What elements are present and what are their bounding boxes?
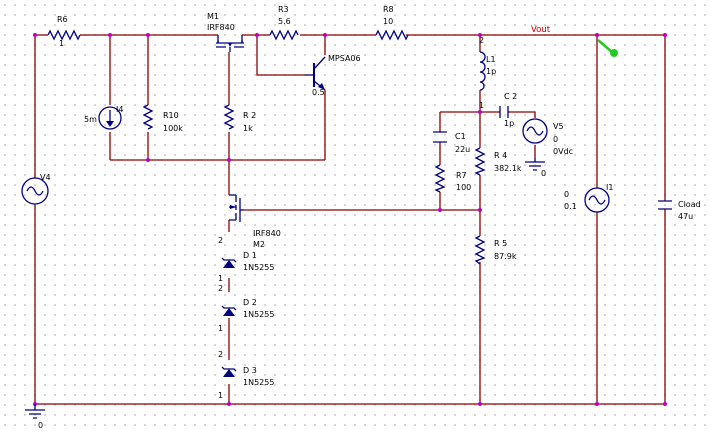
c1-value: 22u	[455, 145, 470, 154]
l1-ref: L1	[486, 55, 496, 64]
c2-ref: C 2	[504, 92, 517, 101]
current-source-i4[interactable]	[98, 106, 122, 130]
zener-d2[interactable]	[221, 305, 237, 316]
m2-value: IRF840	[253, 229, 281, 238]
r10-ref: R10	[163, 111, 179, 120]
r2-value: 1k	[243, 124, 253, 133]
d1-pin-1: 1	[218, 274, 223, 283]
bjt-q1[interactable]	[305, 56, 326, 91]
r5-ref: R 5	[494, 239, 507, 248]
r10-value: 100k	[163, 124, 183, 133]
v4-ref: V4	[40, 173, 51, 182]
resistor-r8[interactable]	[375, 29, 409, 41]
r6-ref: R6	[57, 15, 68, 24]
ground-main	[25, 404, 45, 419]
zener-d3[interactable]	[221, 366, 237, 377]
d1-value: 1N5255	[243, 263, 274, 272]
d2-pin-2: 2	[218, 284, 223, 293]
voltage-probe-icon[interactable]	[597, 39, 618, 57]
net-vout: Vout	[531, 25, 551, 35]
r2-ref: R 2	[243, 111, 256, 120]
i1-value2: 0.1	[564, 202, 577, 211]
r8-ref: R8	[383, 5, 394, 14]
m1-value: IRF840	[207, 23, 235, 32]
d2-ref: D 2	[243, 298, 257, 307]
voltage-source-v5[interactable]	[522, 118, 548, 144]
r4-ref: R 4	[494, 151, 507, 160]
capacitor-c2[interactable]	[499, 106, 509, 118]
resistor-r2[interactable]	[223, 104, 235, 130]
resistor-r4[interactable]	[474, 147, 486, 176]
r3-ref: R3	[278, 5, 289, 14]
l1-value: 1p	[486, 67, 496, 76]
l1-pin-2: 2	[479, 36, 484, 45]
ground-v5-label: 0	[541, 169, 546, 178]
current-source-i1[interactable]	[584, 187, 610, 213]
capacitor-cload[interactable]	[658, 200, 672, 210]
v5-ref: V5	[553, 122, 564, 131]
voltage-source-v4[interactable]	[21, 177, 49, 205]
d2-value: 1N5255	[243, 310, 274, 319]
v5-value1: 0	[553, 135, 558, 144]
d3-value: 1N5255	[243, 378, 274, 387]
ground-main-label: 0	[38, 421, 43, 430]
i1-ref: I1	[606, 183, 613, 192]
inductor-l1[interactable]	[479, 51, 486, 91]
r8-value: 10	[383, 17, 393, 26]
r6-value: 1	[59, 39, 64, 48]
d1-pin-2: 2	[218, 236, 223, 245]
r7-ref: R7	[456, 171, 467, 180]
r4-value: 382.1k	[494, 164, 522, 173]
i4-ref: I4	[116, 105, 123, 114]
d3-pin-2: 2	[218, 350, 223, 359]
l1-pin-1: 1	[479, 101, 484, 110]
q1-param: 0.5	[312, 88, 325, 97]
mosfet-m1[interactable]	[216, 35, 244, 52]
resistor-r3[interactable]	[269, 29, 299, 41]
ground-v5	[525, 158, 545, 171]
wires	[34, 34, 666, 405]
d3-pin-1: 1	[218, 391, 223, 400]
i1-value1: 0	[564, 190, 569, 199]
m2-ref: M2	[253, 240, 265, 249]
c1-ref: C1	[455, 132, 466, 141]
cload-ref: Cload	[678, 200, 701, 209]
resistor-r7[interactable]	[434, 164, 446, 193]
mosfet-m2[interactable]	[229, 194, 244, 222]
labels: R6 1 M1 IRF840 R3 5.6 R8 10 Vout 2 MPSA0…	[38, 5, 701, 430]
r5-value: 87.9k	[494, 252, 517, 261]
m1-ref: M1	[207, 12, 219, 21]
i4-value: 5m	[84, 115, 97, 124]
resistor-r10[interactable]	[142, 104, 154, 130]
resistor-r6[interactable]	[47, 29, 81, 41]
capacitor-c1[interactable]	[433, 131, 447, 143]
r7-value: 100	[456, 183, 471, 192]
v5-value2: 0Vdc	[553, 147, 573, 156]
d3-ref: D 3	[243, 366, 257, 375]
zener-d1[interactable]	[221, 257, 237, 268]
r3-value: 5.6	[278, 17, 291, 26]
q1-value: MPSA06	[328, 54, 361, 63]
c2-value: 1p	[504, 119, 514, 128]
d1-ref: D 1	[243, 251, 257, 260]
resistor-r5[interactable]	[474, 235, 486, 265]
cload-value: 47u	[678, 212, 693, 221]
d2-pin-1: 1	[218, 324, 223, 333]
junctions	[33, 33, 667, 406]
